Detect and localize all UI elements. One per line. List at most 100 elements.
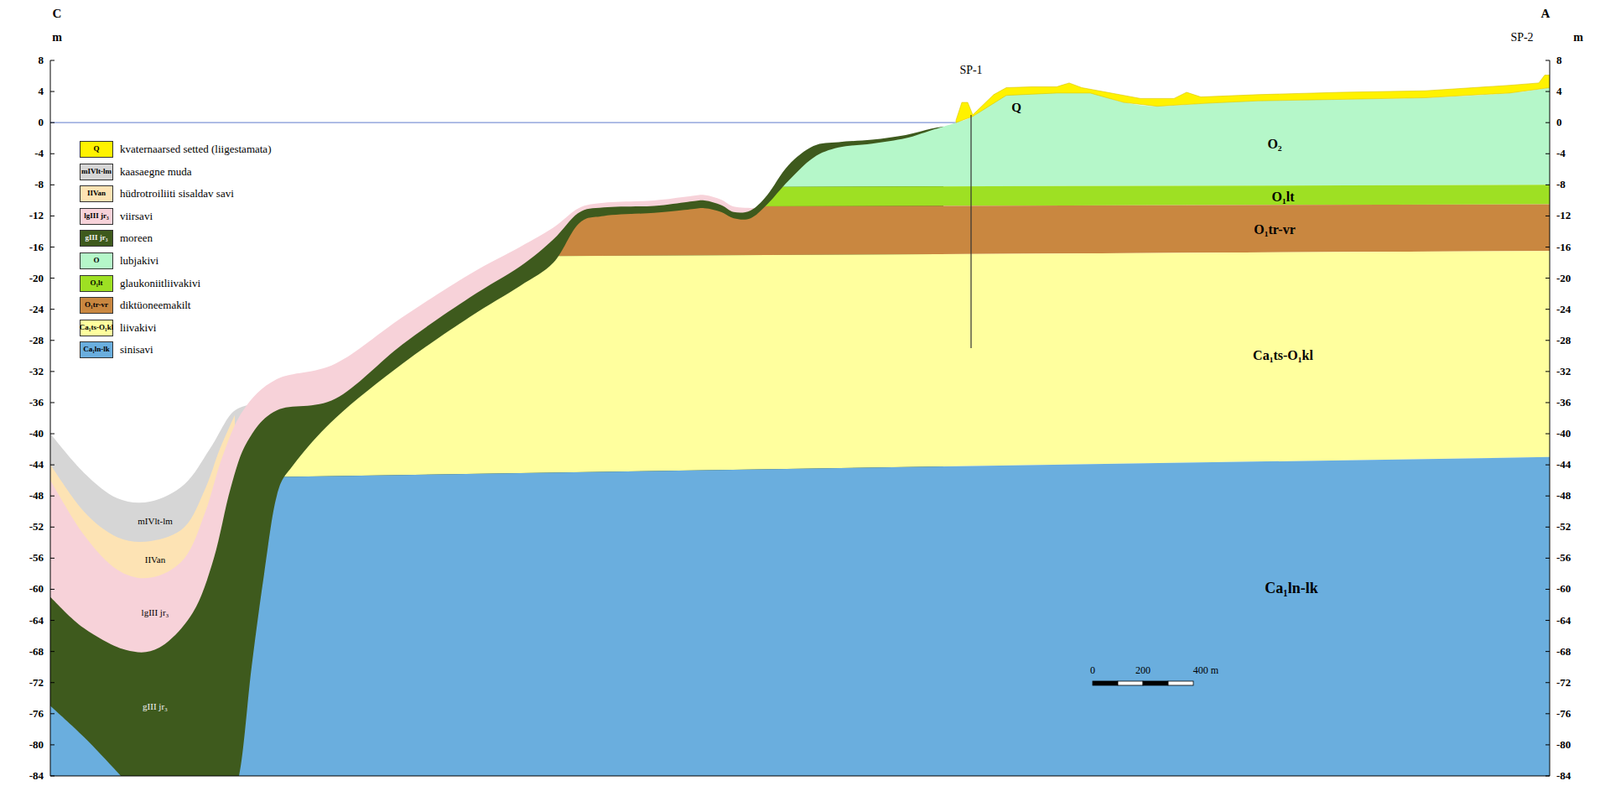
axis-tick — [1545, 495, 1550, 497]
legend-text: lubjakivi — [119, 254, 159, 267]
axis-value: -84 — [1556, 769, 1571, 782]
axis-tick — [1545, 91, 1550, 93]
axis-tick — [1545, 619, 1550, 621]
axis-tick — [50, 184, 55, 186]
axis-value: -56 — [29, 551, 44, 564]
axis-value: 0 — [1556, 116, 1563, 129]
axis-value: -52 — [1556, 520, 1571, 533]
axis-tick — [1545, 60, 1550, 62]
axis-value: -48 — [1556, 489, 1571, 502]
axis-tick — [50, 215, 55, 217]
shale-layer — [50, 204, 1550, 260]
axis-value: -72 — [29, 676, 44, 689]
layer-label: mIVlt-lm — [137, 515, 173, 526]
axis-value: -60 — [1556, 582, 1571, 595]
axis-tick — [1545, 681, 1550, 683]
axis-value: -44 — [29, 458, 44, 471]
axis-tick — [1545, 184, 1550, 186]
axis-tick — [50, 712, 55, 714]
axis-line — [1549, 60, 1551, 776]
borehole-line — [970, 114, 972, 349]
axis-tick — [1545, 122, 1550, 124]
section-end-letter: C — [52, 6, 63, 21]
bedrock — [50, 0, 1550, 776]
section-end-letter: A — [1541, 6, 1551, 21]
axis-tick — [1545, 339, 1550, 341]
borehole-label: SP-1 — [959, 63, 982, 77]
axis-value: -48 — [29, 489, 44, 502]
axis-tick — [1545, 743, 1550, 745]
axis-tick — [50, 743, 55, 745]
legend-code: O₁lt — [89, 279, 103, 288]
layer-label: lgIII jr₃ — [141, 607, 170, 618]
axis-value: -28 — [1556, 334, 1571, 347]
axis-value: -36 — [29, 396, 44, 409]
axis-value: -84 — [29, 769, 44, 782]
axis-tick — [50, 339, 55, 341]
axis-value: -56 — [1556, 551, 1571, 564]
layer-label: gIII jr₃ — [142, 701, 168, 712]
axis-tick — [50, 588, 55, 590]
axis-value: -60 — [29, 582, 44, 595]
axis-value: -4 — [34, 147, 44, 160]
axis-value: -12 — [29, 209, 44, 222]
axis-tick — [50, 774, 55, 776]
legend-text: diktüoneemakilt — [119, 299, 191, 312]
axis-tick — [1545, 277, 1550, 279]
layer-label: Ca₁ts-O₁kl — [1252, 348, 1314, 364]
axis-tick — [50, 370, 55, 372]
axis-tick — [50, 122, 55, 124]
axis-tick — [50, 464, 55, 466]
axis-tick — [1545, 215, 1550, 217]
axis-value: -52 — [29, 520, 44, 533]
legend-text: liivakivi — [119, 322, 156, 334]
axis-tick — [50, 681, 55, 683]
legend-text: kaasaegne muda — [119, 165, 193, 177]
sandstone-layer — [50, 250, 1550, 481]
legend-text: moreen — [119, 232, 153, 245]
scale-bar-segment — [1142, 680, 1169, 686]
axis-value: -68 — [29, 644, 44, 657]
layer-label: O₁lt — [1271, 189, 1294, 205]
legend-code: Q — [93, 145, 99, 154]
legend-text: kvaternaarsed setted (liigestamata) — [119, 143, 271, 156]
scale-bar-segment — [1117, 680, 1143, 686]
axis-tick — [1545, 401, 1550, 403]
axis-value: -28 — [29, 334, 44, 347]
axis-tick — [50, 495, 55, 497]
axis-tick — [1545, 433, 1550, 435]
layer-label: IIVan — [145, 554, 166, 565]
axis-value: 4 — [1556, 85, 1563, 98]
layers — [50, 0, 1550, 776]
axis-value: -20 — [1556, 271, 1571, 284]
axis-tick — [1545, 246, 1550, 248]
axis-tick — [50, 91, 55, 93]
axis-value: 8 — [1556, 54, 1563, 67]
legend-text: sinisavi — [119, 343, 154, 356]
legend-code: lgIII jr₃ — [83, 212, 109, 221]
scale-bar-segment — [1092, 680, 1118, 686]
axis-tick — [50, 277, 55, 279]
axis-tick — [1545, 464, 1550, 466]
axis-value: -80 — [1556, 738, 1571, 751]
axis-value: -36 — [1556, 396, 1571, 409]
axis-tick — [50, 60, 55, 62]
axis-value: -32 — [29, 365, 44, 378]
unit-label: m — [1573, 31, 1584, 44]
borehole-label: SP-2 — [1510, 31, 1533, 44]
axis-value: -40 — [1556, 427, 1571, 440]
legend-code: mIVlt-lm — [81, 167, 112, 177]
layer-label: Q — [1011, 99, 1022, 115]
axis-value: -32 — [1556, 365, 1571, 378]
bottom-line — [50, 774, 1550, 776]
axis-value: -72 — [1556, 676, 1571, 689]
axis-line — [50, 60, 52, 776]
legend-text: glaukoniitliivakivi — [119, 276, 201, 289]
legend-text: viirsavi — [119, 210, 153, 223]
axis-tick — [50, 401, 55, 403]
axis-tick — [1545, 650, 1550, 652]
legend-code: gIII jr₃ — [85, 233, 109, 243]
legend-code: Ca₁ts-O₁kl — [79, 323, 114, 333]
axis-tick — [1545, 153, 1550, 155]
